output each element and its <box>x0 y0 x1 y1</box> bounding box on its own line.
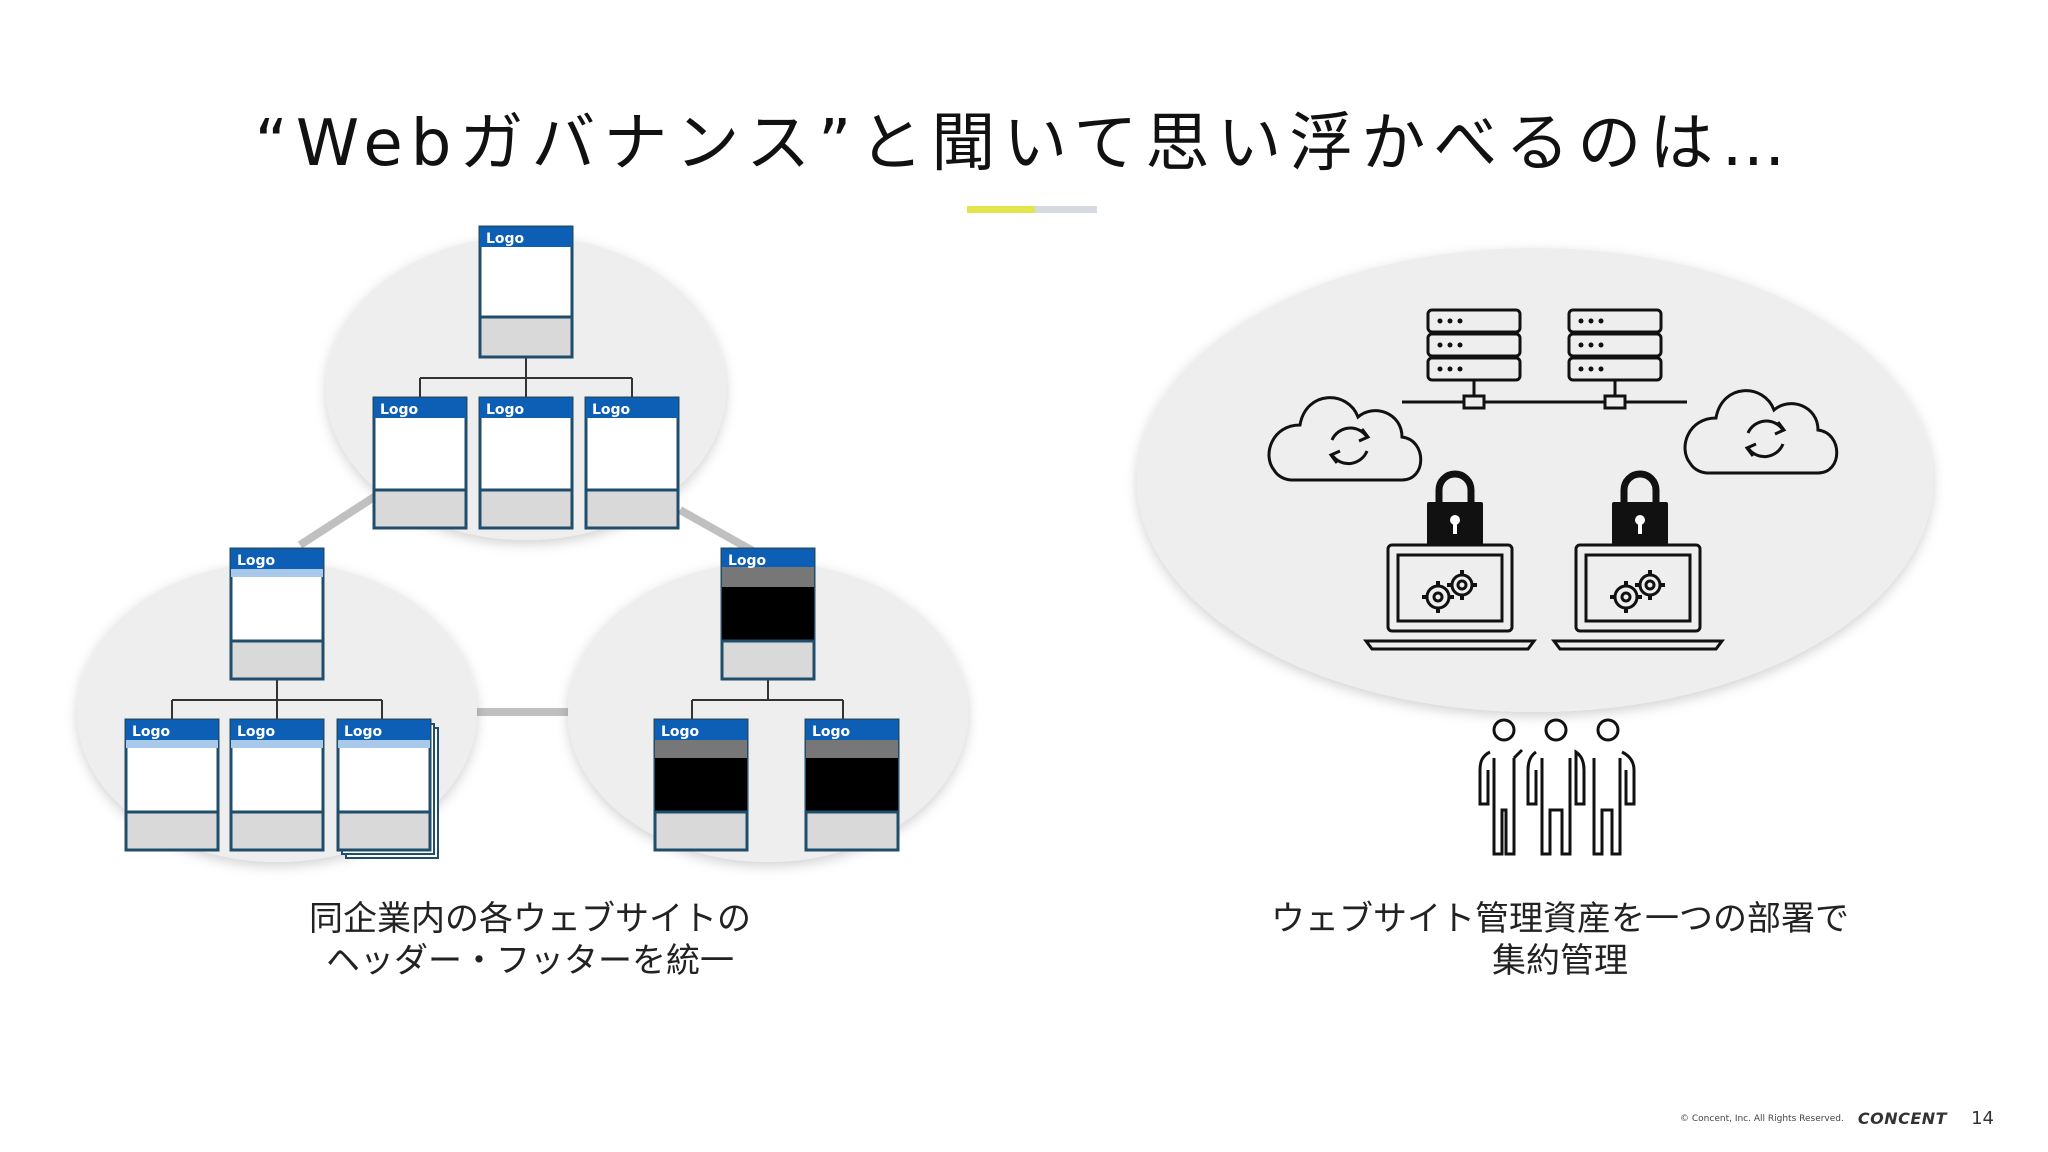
page-frame-right-parent: Logo <box>720 547 816 681</box>
logo-label: Logo <box>132 724 171 740</box>
logo-label: Logo <box>661 724 700 740</box>
logo-label: Logo <box>344 724 383 740</box>
people-group-icon <box>1478 718 1636 856</box>
title-accent-bar <box>967 206 1097 213</box>
cloud-sync-icon <box>1683 389 1839 475</box>
left-caption-line1: 同企業内の各ウェブサイトの <box>309 899 751 939</box>
logo-label: Logo <box>592 402 631 418</box>
tree-lines <box>171 358 844 720</box>
page-number: 14 <box>1971 1108 1994 1129</box>
lock-icon <box>1612 470 1668 546</box>
right-caption-line1: ウェブサイト管理資産を一つの部署で <box>1271 899 1849 939</box>
page-frame-left-child-2: Logo <box>229 718 325 852</box>
page-frame-left-parent: Logo <box>229 547 325 681</box>
right-caption-line2: 集約管理 <box>1492 941 1628 981</box>
left-caption: 同企業内の各ウェブサイトの ヘッダー・フッターを統一 <box>270 898 790 982</box>
slide-title: “Webガバナンス”と聞いて思い浮かべるのは… <box>254 107 1794 181</box>
page-frame-top-child-1: Logo <box>372 396 468 530</box>
page-frame-left-child-3-stacked: Logo <box>336 718 439 859</box>
left-caption-line2: ヘッダー・フッターを統一 <box>326 941 734 981</box>
right-caption: ウェブサイト管理資産を一つの部署で 集約管理 <box>1240 898 1880 982</box>
page-frame-left-child-1: Logo <box>124 718 220 852</box>
central-management-ellipse <box>1137 248 1933 712</box>
lock-icon <box>1427 470 1483 546</box>
slide-footer: © Concent, Inc. All Rights Reserved. CON… <box>1680 1108 1994 1129</box>
server-icon <box>1402 308 1546 410</box>
laptop-gears-icon <box>1363 543 1537 651</box>
laptop-gears-icon <box>1551 543 1725 651</box>
logo-label: Logo <box>486 402 525 418</box>
logo-label: Logo <box>486 231 525 247</box>
page-frame-top-child-2: Logo <box>478 396 574 530</box>
page-frame-top: Logo <box>478 225 574 359</box>
logo-label: Logo <box>237 724 276 740</box>
page-frame-right-child-2: Logo <box>804 718 900 852</box>
page-frame-top-child-3: Logo <box>584 396 680 530</box>
server-icon <box>1543 308 1687 410</box>
cloud-sync-icon <box>1267 396 1423 482</box>
logo-label: Logo <box>812 724 851 740</box>
page-frame-right-child-1: Logo <box>653 718 749 852</box>
logo-label: Logo <box>728 553 767 569</box>
logo-label: Logo <box>380 402 419 418</box>
footer-copyright: © Concent, Inc. All Rights Reserved. <box>1680 1113 1844 1124</box>
logo-label: Logo <box>237 553 276 569</box>
footer-brand-logo: CONCENT <box>1857 1109 1948 1128</box>
